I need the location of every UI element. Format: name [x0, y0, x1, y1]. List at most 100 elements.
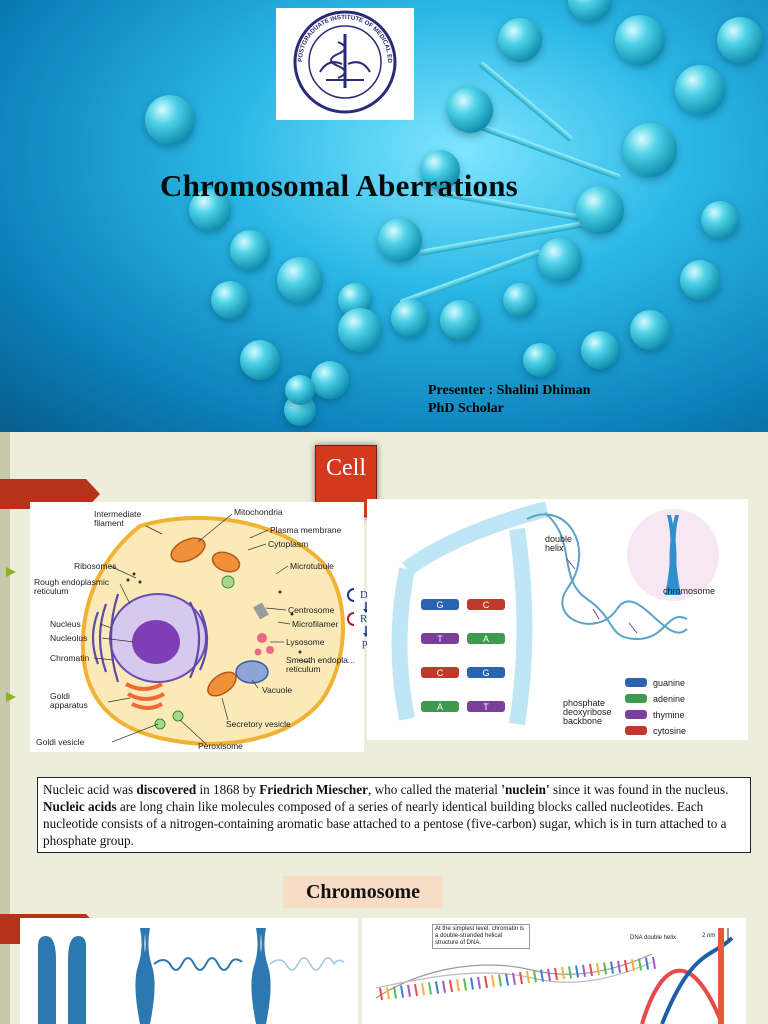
dna-bead	[568, 0, 612, 22]
base-letter: T	[483, 702, 489, 712]
presenter-role: PhD Scholar	[428, 401, 504, 416]
nucleic-acid-paragraph: Nucleic acid was discovered in 1868 by F…	[37, 777, 751, 853]
label-smooth-er: Smooth endopla... reticulum	[286, 655, 355, 674]
chromatin-rung	[610, 961, 614, 974]
chromatin-rung	[428, 982, 432, 995]
base-letter: G	[436, 600, 443, 610]
chromatin-rung	[526, 971, 530, 984]
base-letter: C	[437, 668, 444, 678]
chromatin-rung	[617, 960, 621, 973]
base-G	[467, 667, 505, 678]
dna-bead	[630, 310, 670, 350]
chromatin-rung	[575, 965, 579, 978]
chromatin-rung	[519, 971, 523, 985]
label-goldi-apparatus: Goldi apparatus	[50, 691, 88, 710]
base-A	[421, 701, 459, 712]
dna-bead	[230, 230, 270, 270]
slide-rail	[0, 432, 10, 866]
dna-bead	[701, 201, 739, 239]
dna-bead	[378, 218, 422, 262]
label-plasma-membrane: Plasma membrane	[270, 525, 342, 535]
base-T	[467, 701, 505, 712]
chromosome-illustration	[20, 918, 358, 1024]
dna-bead	[189, 189, 231, 231]
label-mitochondria: Mitochondria	[234, 507, 283, 517]
cell-slide: Cell	[0, 432, 768, 866]
chromatin-rung	[603, 962, 607, 975]
dna-bead	[420, 150, 460, 190]
chromatin-rung	[589, 963, 593, 977]
chromosome-slide: Chromosome At th	[0, 866, 768, 1024]
base-G	[421, 599, 459, 610]
chromatin-rung	[512, 972, 516, 985]
label-rough-er: Rough endoplasmic reticulum	[34, 577, 110, 596]
dna-bead	[285, 375, 315, 405]
chromatin-rung	[435, 981, 439, 994]
label-backbone: phosphate deoxyribose backbone	[563, 698, 612, 726]
label-lysosome: Lysosome	[286, 637, 325, 647]
chromatin-rung	[652, 956, 656, 969]
dna-bead	[581, 331, 619, 369]
dna-bead	[391, 299, 429, 337]
presenter-name: Presenter : Shalini Dhiman	[428, 383, 591, 398]
legend-thymine: thymine	[625, 705, 686, 721]
label-peroxisome: Peroxisome	[198, 741, 243, 751]
label-nucleolus: Nucleolus	[50, 633, 88, 643]
dna-bead	[440, 300, 480, 340]
label-vacuole: Vacuole	[262, 685, 293, 695]
green-arrow-decoration	[6, 567, 16, 577]
legend-cytosine: cytosine	[625, 721, 686, 737]
title-slide: POSTGRADUATE INSTITUTE OF MEDICAL EDUCAT…	[0, 0, 768, 432]
label-goldi-vesicle: Goldi vesicle	[36, 737, 85, 747]
dna-bead	[338, 308, 382, 352]
chromatin-rung	[645, 957, 649, 970]
label-nucleus: Nucleus	[50, 619, 81, 629]
dna-bead	[615, 15, 665, 65]
green-arrow-decoration	[6, 692, 16, 702]
dna-bead	[538, 238, 582, 282]
chromatin-rung	[498, 974, 502, 987]
label-microfilament: Microfilamer	[292, 619, 339, 629]
slide-title: Chromosome	[283, 876, 443, 908]
chromatin-rung	[386, 987, 390, 1000]
chromatin-rung	[449, 979, 453, 993]
chromatin-rung	[484, 975, 488, 989]
slide-rail	[0, 866, 10, 1024]
chromatin-rung	[561, 967, 565, 980]
base-T	[421, 633, 459, 644]
chromatin-rung	[456, 979, 460, 992]
dna-bead	[503, 283, 537, 317]
dna-bead	[680, 260, 720, 300]
dna-bead	[277, 257, 323, 303]
dna-bead	[576, 186, 624, 234]
base-letter: C	[483, 600, 490, 610]
label-microtubule: Microtubule	[290, 561, 334, 571]
chromatin-rung	[554, 967, 558, 981]
chromatin-rung	[414, 983, 418, 997]
chromatin-rung	[421, 983, 425, 996]
chromatin-rung	[533, 970, 537, 983]
base-C	[467, 599, 505, 610]
dna-bead	[145, 95, 195, 145]
chromatin-rung	[596, 963, 600, 976]
chromatin-rung	[540, 969, 544, 982]
chromatin-rung	[463, 978, 467, 991]
base-legend: guanine adenine thymine cytosine	[625, 673, 686, 737]
legend-adenine: adenine	[625, 689, 686, 705]
base-letter: A	[483, 634, 489, 644]
dna-bead	[623, 123, 677, 177]
base-C	[421, 667, 459, 678]
institute-logo: POSTGRADUATE INSTITUTE OF MEDICAL EDUCAT…	[274, 3, 414, 120]
chromatin-rung	[624, 959, 628, 973]
chromatin-rung	[407, 984, 411, 997]
dna-bead	[498, 18, 542, 62]
emphasis-discovered: discovered	[136, 782, 197, 797]
presenter-info: Presenter : Shalini Dhiman PhD Scholar	[428, 382, 590, 418]
emphasis-nuclein: 'nuclein'	[501, 782, 550, 797]
label-intermediate-filament: Intermediate filament	[94, 509, 142, 528]
label-scale: 2 nm	[702, 933, 716, 939]
label-ribosomes: Ribosomes	[74, 561, 117, 571]
label-chromosome: chromosome	[663, 586, 716, 596]
chromatin-rung	[582, 964, 586, 977]
